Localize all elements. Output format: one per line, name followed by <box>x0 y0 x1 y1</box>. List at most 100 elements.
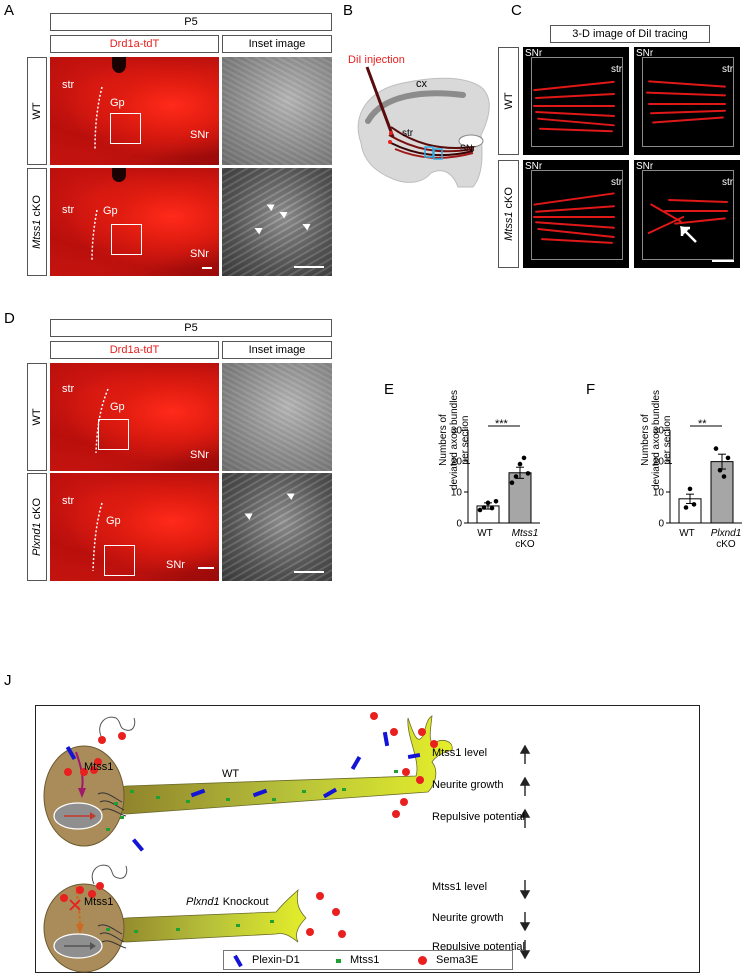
data-point <box>477 507 483 513</box>
mtss1-legend-icon <box>336 959 341 963</box>
data-point <box>513 474 519 479</box>
render-frame <box>642 57 734 147</box>
arrowheads <box>254 204 311 235</box>
gene-name: Plxnd1 <box>31 522 43 557</box>
label-snr: SNr <box>636 48 654 59</box>
data-point <box>493 499 499 504</box>
dii-injection-label: DiI injection <box>348 54 405 66</box>
f-significance: ** <box>698 418 707 430</box>
data-point <box>525 471 531 476</box>
data-point <box>485 500 491 506</box>
row-label-wt: WT <box>31 408 43 426</box>
panel-label-j: J <box>4 672 12 689</box>
panel-d-row-ko: Plxnd1 cKO <box>27 473 47 581</box>
data-point <box>691 502 697 507</box>
label-str: str <box>611 64 623 75</box>
gene-name: Mtss1 <box>502 211 515 241</box>
inset-box <box>110 113 141 144</box>
legend: Plexin-D1 Mtss1 Sema3E <box>223 950 513 970</box>
label-str: str <box>722 64 734 75</box>
label-snr: SNr <box>525 48 543 59</box>
wt-row-neurite-growth: Neurite growth <box>432 779 504 791</box>
panel-a-row-wt: WT <box>27 57 47 165</box>
data-point <box>489 505 495 511</box>
panel-d-wt-micrograph: str Gp SNr <box>50 363 219 471</box>
sema3e-legend-icon <box>418 956 427 965</box>
data-point <box>717 468 723 473</box>
y-tick-label: 20 <box>451 457 463 468</box>
plexin-d1-legend-icon <box>233 954 243 968</box>
axon-fiber <box>533 105 615 107</box>
bar <box>508 472 532 524</box>
panel-a-wt-inset <box>222 57 332 165</box>
gene-name: Mtss1 <box>31 219 43 249</box>
neuron-model-diagram <box>43 712 531 973</box>
y-tick-label: 0 <box>456 519 462 530</box>
panel-a-drd1a-header: Drd1a-tdT <box>50 35 219 53</box>
legend-sema3e: Sema3E <box>436 954 479 966</box>
genotype-suffix: cKO <box>716 539 736 550</box>
e-x-category-wt: WT <box>477 528 493 539</box>
label-snr: SNr <box>190 129 209 141</box>
data-point <box>481 505 487 510</box>
y-tick-label: 0 <box>658 519 664 530</box>
label-snr: SNr <box>525 161 543 172</box>
panel-j-schematic: Mtss1 WT Mtss1 Plxnd1 Knockout Mtss1 lev… <box>35 705 700 973</box>
data-point <box>509 480 515 485</box>
y-tick-label: 30 <box>653 426 665 437</box>
ko-row-neurite-growth: Neurite growth <box>432 912 504 924</box>
dii-3d-wt-1: SNr str <box>523 47 629 155</box>
wt-neuron-mtss1-label: Mtss1 <box>84 761 114 773</box>
gp-boundary-dashed-line <box>95 388 109 454</box>
data-point <box>521 455 527 461</box>
arrowheads <box>244 493 295 520</box>
axon-fiber <box>648 103 726 105</box>
ventricle-notch <box>112 57 126 73</box>
scale-bar <box>198 567 214 569</box>
label-gp: Gp <box>103 205 118 217</box>
genotype-suffix: cKO <box>502 187 515 212</box>
row-label-plxnd1-cko: Plxnd1 cKO <box>31 498 43 556</box>
arrow-icon <box>680 226 697 243</box>
gene-name: Plxnd1 <box>710 528 742 539</box>
panel-a-inset-header: Inset image <box>222 35 332 53</box>
inset-box <box>98 419 129 450</box>
genotype-suffix: cKO <box>515 539 535 550</box>
str-label: str <box>402 128 414 139</box>
genotype-suffix: cKO <box>31 497 43 523</box>
label-str: str <box>62 204 75 216</box>
label-str: str <box>62 495 75 507</box>
y-tick-label: 20 <box>653 457 665 468</box>
panel-label-e: E <box>384 381 395 398</box>
label-gp: Gp <box>110 401 125 413</box>
panel-d-wt-inset <box>222 363 332 471</box>
row-label-mtss1-cko: Mtss1 cKO <box>503 187 515 241</box>
scale-bar <box>294 266 324 268</box>
render-frame <box>642 170 734 260</box>
gp-boundary-dashed-line <box>92 502 103 572</box>
e-significance: *** <box>495 418 508 430</box>
wt-label: WT <box>222 768 240 780</box>
panel-label-c: C <box>511 2 522 19</box>
data-point <box>725 455 731 461</box>
panel-c-header: 3-D image of DiI tracing <box>550 25 710 43</box>
panel-d-ko-micrograph: str Gp SNr <box>50 473 219 581</box>
brain-schematic <box>357 66 490 188</box>
axon-fiber <box>664 210 728 212</box>
label-str: str <box>611 177 623 188</box>
scale-bar <box>294 571 324 573</box>
panel-d-inset-header: Inset image <box>222 341 332 359</box>
panel-d-ko-inset <box>222 473 332 581</box>
cx-label: cx <box>416 78 427 90</box>
data-point <box>713 446 719 451</box>
render-frame <box>531 170 623 260</box>
panel-d-drd1a-header: Drd1a-tdT <box>50 341 219 359</box>
data-point <box>517 461 523 467</box>
dii-3d-ko-2: SNr str <box>634 160 740 268</box>
ko-label: Plxnd1 Knockout <box>186 896 269 908</box>
dii-3d-wt-2: SNr str <box>634 47 740 155</box>
data-point <box>687 486 693 492</box>
